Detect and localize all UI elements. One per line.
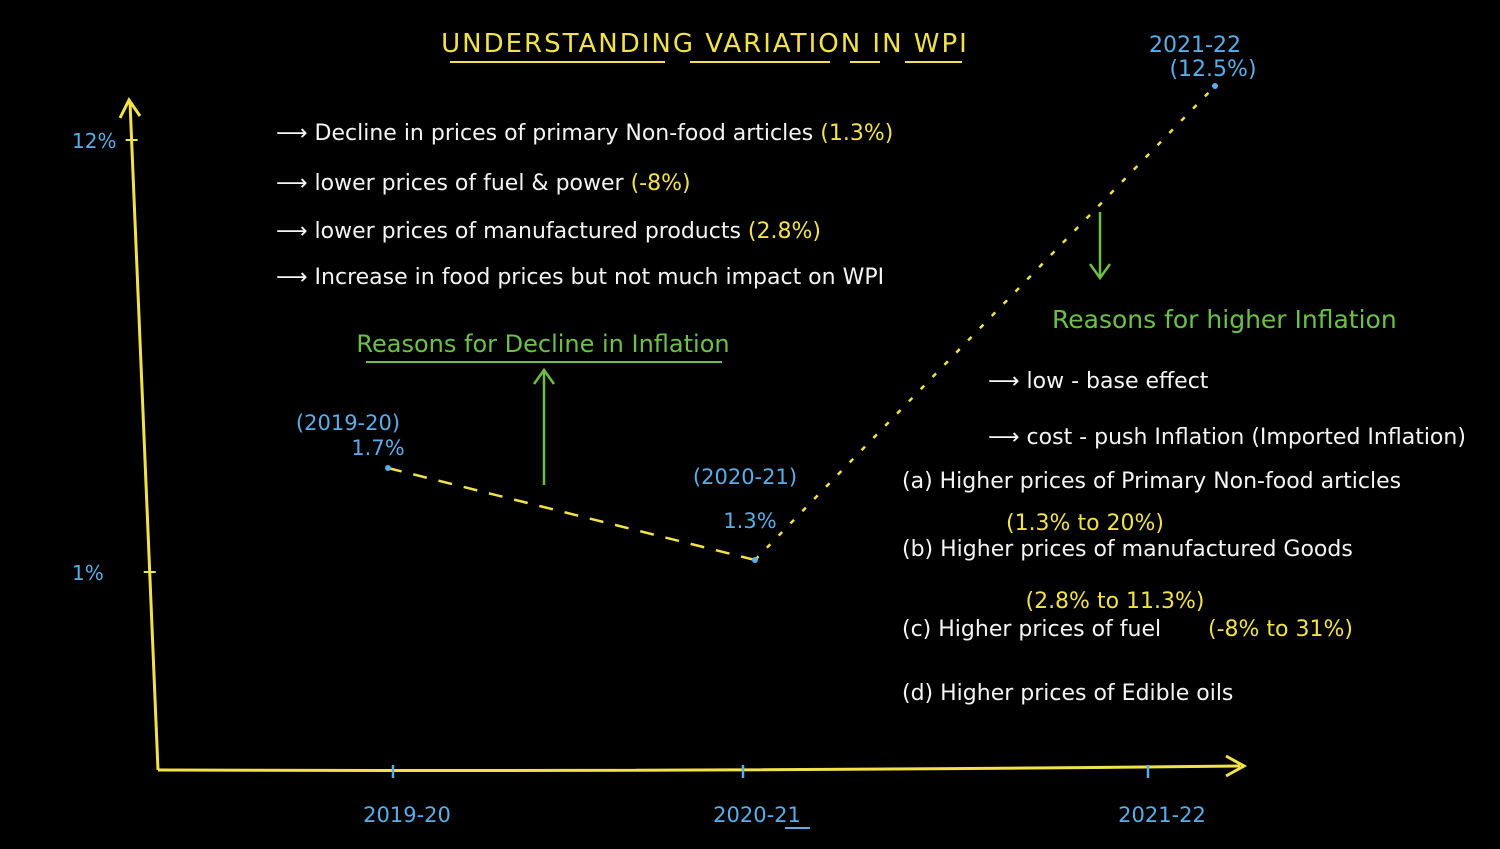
decline-item: ⟶ Increase in food prices but not much i… [276,265,884,290]
decline-heading: Reasons for Decline in Inflation [356,330,729,358]
decline-item: ⟶ lower prices of manufactured products … [276,219,821,244]
data-point [752,557,758,563]
higher-item: ⟶ low - base effect [988,369,1209,394]
higher-sub-item-text: (c) Higher prices of fuel [902,617,1161,642]
decline-item-text: Decline in prices of primary Non-food ar… [315,121,821,146]
higher-sub-item-text: (a) Higher prices of Primary Non-food ar… [902,469,1401,494]
arrow-bullet: ⟶ [276,219,315,244]
decline-item: ⟶ lower prices of fuel & power (-8%) [276,171,691,196]
data-point [385,465,391,471]
higher-reasons-list: ⟶ low - base effect⟶ cost - push Inflati… [988,369,1466,450]
decline-item-value: (2.8%) [748,219,821,244]
decline-item: ⟶ Decline in prices of primary Non-food … [276,121,893,146]
point-label-value: (12.5%) [1169,57,1256,82]
higher-sub-item-text: (d) Higher prices of Edible oils [902,681,1233,706]
point-label-value: 1.3% [723,509,776,533]
point-label-year: 2021-22 [1149,33,1241,58]
point-label-year: (2020-21) [693,465,797,489]
higher-item-text: cost - push Inflation (Imported Inflatio… [1027,425,1466,450]
arrow-bullet: ⟶ [988,425,1027,450]
chart-title: UNDERSTANDING VARIATION IN WPI [441,29,969,59]
y-axis-arrowhead [118,97,142,119]
point-labels: (2019-20)1.7% (2020-21) 1.3% 2021-22(12.5%) [296,33,1257,533]
axes [118,97,1248,778]
y-ticks: 12% 1% [72,129,156,585]
decline-item-text: lower prices of fuel & power [315,171,631,196]
higher-sub-reasons-list: (a) Higher prices of Primary Non-food ar… [902,469,1401,706]
higher-item-text: low - base effect [1027,369,1209,394]
arrow-bullet: ⟶ [276,121,315,146]
higher-sub-item-value: (2.8% to 11.3%) [1025,589,1204,614]
higher-arrow [1088,212,1112,281]
higher-sub-item-text: (b) Higher prices of manufactured Goods [902,537,1353,562]
decline-item-value: (-8%) [631,171,691,196]
decline-reasons-list: ⟶ Decline in prices of primary Non-food … [276,121,893,290]
higher-sub-item-value: (1.3% to 20%) [1006,511,1164,536]
higher-sub-item-value: (-8% to 31%) [1208,617,1353,642]
x-ticks: 2019-20 2020-21 2021-22 [363,765,1206,829]
series-wpi [385,83,1218,563]
arrow-bullet: ⟶ [276,265,315,290]
decline-item-text: lower prices of manufactured products [315,219,748,244]
higher-item: ⟶ cost - push Inflation (Imported Inflat… [988,425,1466,450]
x-axis [157,764,1241,772]
y-tick-label: 12% [72,129,116,153]
x-axis-arrowhead [1225,754,1248,778]
arrow-bullet: ⟶ [988,369,1027,394]
x-tick-label: 2020-21 [713,803,801,827]
decline-arrow [532,367,556,485]
series-segment-decline [387,466,756,562]
decline-item-value: (1.3%) [820,121,893,146]
higher-heading: Reasons for higher Inflation [1052,305,1397,334]
y-axis [128,101,160,771]
arrow-bullet: ⟶ [276,171,315,196]
y-tick-label: 1% [72,561,104,585]
point-label-year: (2019-20) [296,411,400,435]
point-label-value: 1.7% [351,436,404,460]
x-tick-label: 2021-22 [1118,803,1206,827]
x-tick-label: 2019-20 [363,803,451,827]
decline-item-text: Increase in food prices but not much imp… [315,265,885,290]
data-point [1212,83,1218,89]
